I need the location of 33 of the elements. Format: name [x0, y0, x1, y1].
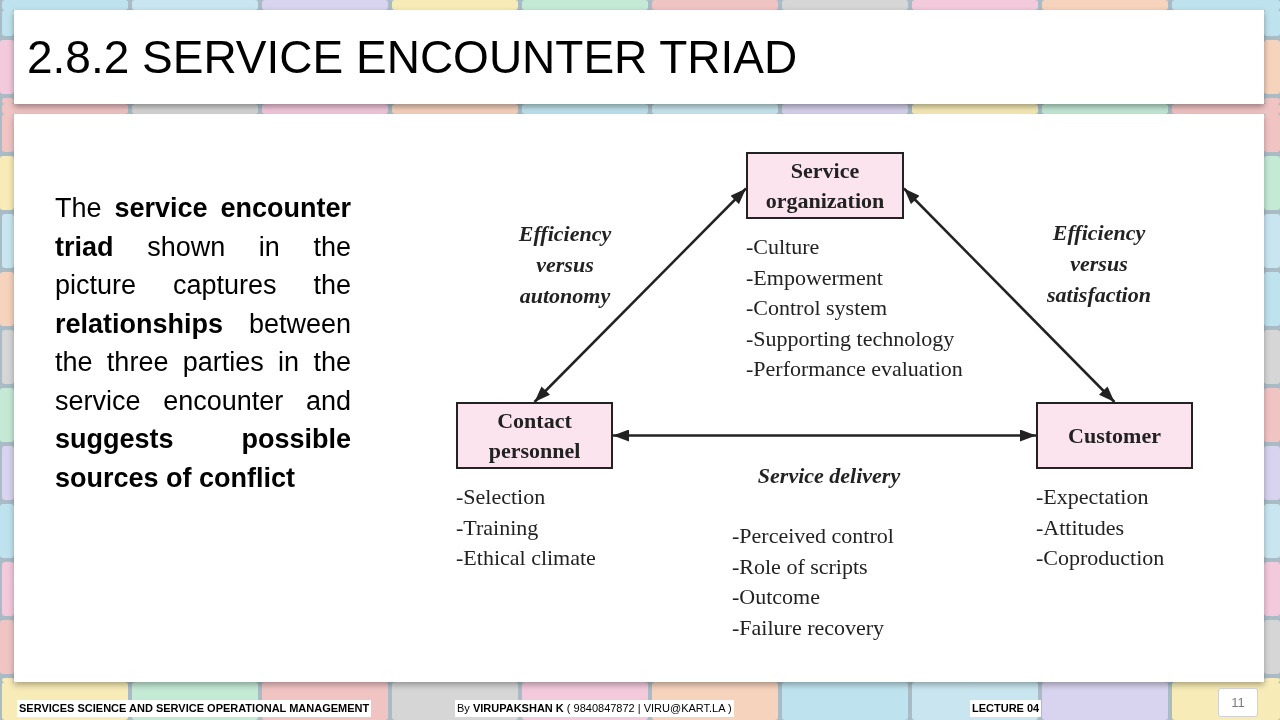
- attribute-text: -Supporting technology: [746, 324, 955, 353]
- entity-box: [1036, 402, 1193, 469]
- entity-name: Contact personnel: [487, 406, 582, 465]
- attribute-text: -Empowerment: [746, 263, 883, 292]
- attribute-text: -Ethical climate: [456, 544, 596, 572]
- entity-name: Service organization: [764, 156, 886, 215]
- entity-name: Customer: [1068, 421, 1161, 450]
- attribute-text: -Culture: [746, 233, 820, 261]
- entity-box: [746, 152, 904, 219]
- double-headed-arrow: [903, 187, 1116, 403]
- attribute-text: -Outcome: [732, 583, 820, 611]
- attribute-text: -Control system: [746, 294, 888, 322]
- attribute-text: -Attitudes: [1036, 513, 1124, 542]
- footer-text: By VIRUPAKSHAN K ( 9840847872 | VIRU@KART.LA ): [455, 700, 734, 717]
- footer-text: LECTURE 04: [970, 700, 1042, 717]
- attribute-text: -Perceived control: [732, 522, 894, 550]
- attribute-text: -Failure recovery: [732, 613, 885, 642]
- attribute-text: -Selection: [456, 483, 546, 511]
- double-headed-arrow: [613, 429, 1036, 442]
- attribute-text: -Coproduction: [1036, 544, 1165, 572]
- attribute-text: -Performance evaluation: [746, 355, 963, 383]
- description-paragraph: The service encounter triad shown in the picture captures the relationships between the three parties in the service encounter and suggests possible sources of conflict: [55, 192, 351, 495]
- attribute-text: -Training: [456, 513, 539, 542]
- page-number: 11: [1218, 688, 1258, 717]
- footer-text: SERVICES SCIENCE AND SERVICE OPERATIONAL MANAGEMENT: [17, 700, 372, 717]
- attribute-text: -Role of scripts: [732, 552, 868, 581]
- edge-label: Service delivery: [756, 461, 902, 490]
- slide-title: 2.8.2 SERVICE ENCOUNTER TRIAD: [27, 34, 798, 80]
- double-headed-arrow: [533, 187, 747, 403]
- edge-label: Efficiency versus autonomy: [517, 219, 613, 310]
- edge-label: Efficiency versus satisfaction: [1046, 219, 1152, 309]
- entity-box: [456, 402, 613, 469]
- attribute-text: -Expectation: [1036, 483, 1149, 511]
